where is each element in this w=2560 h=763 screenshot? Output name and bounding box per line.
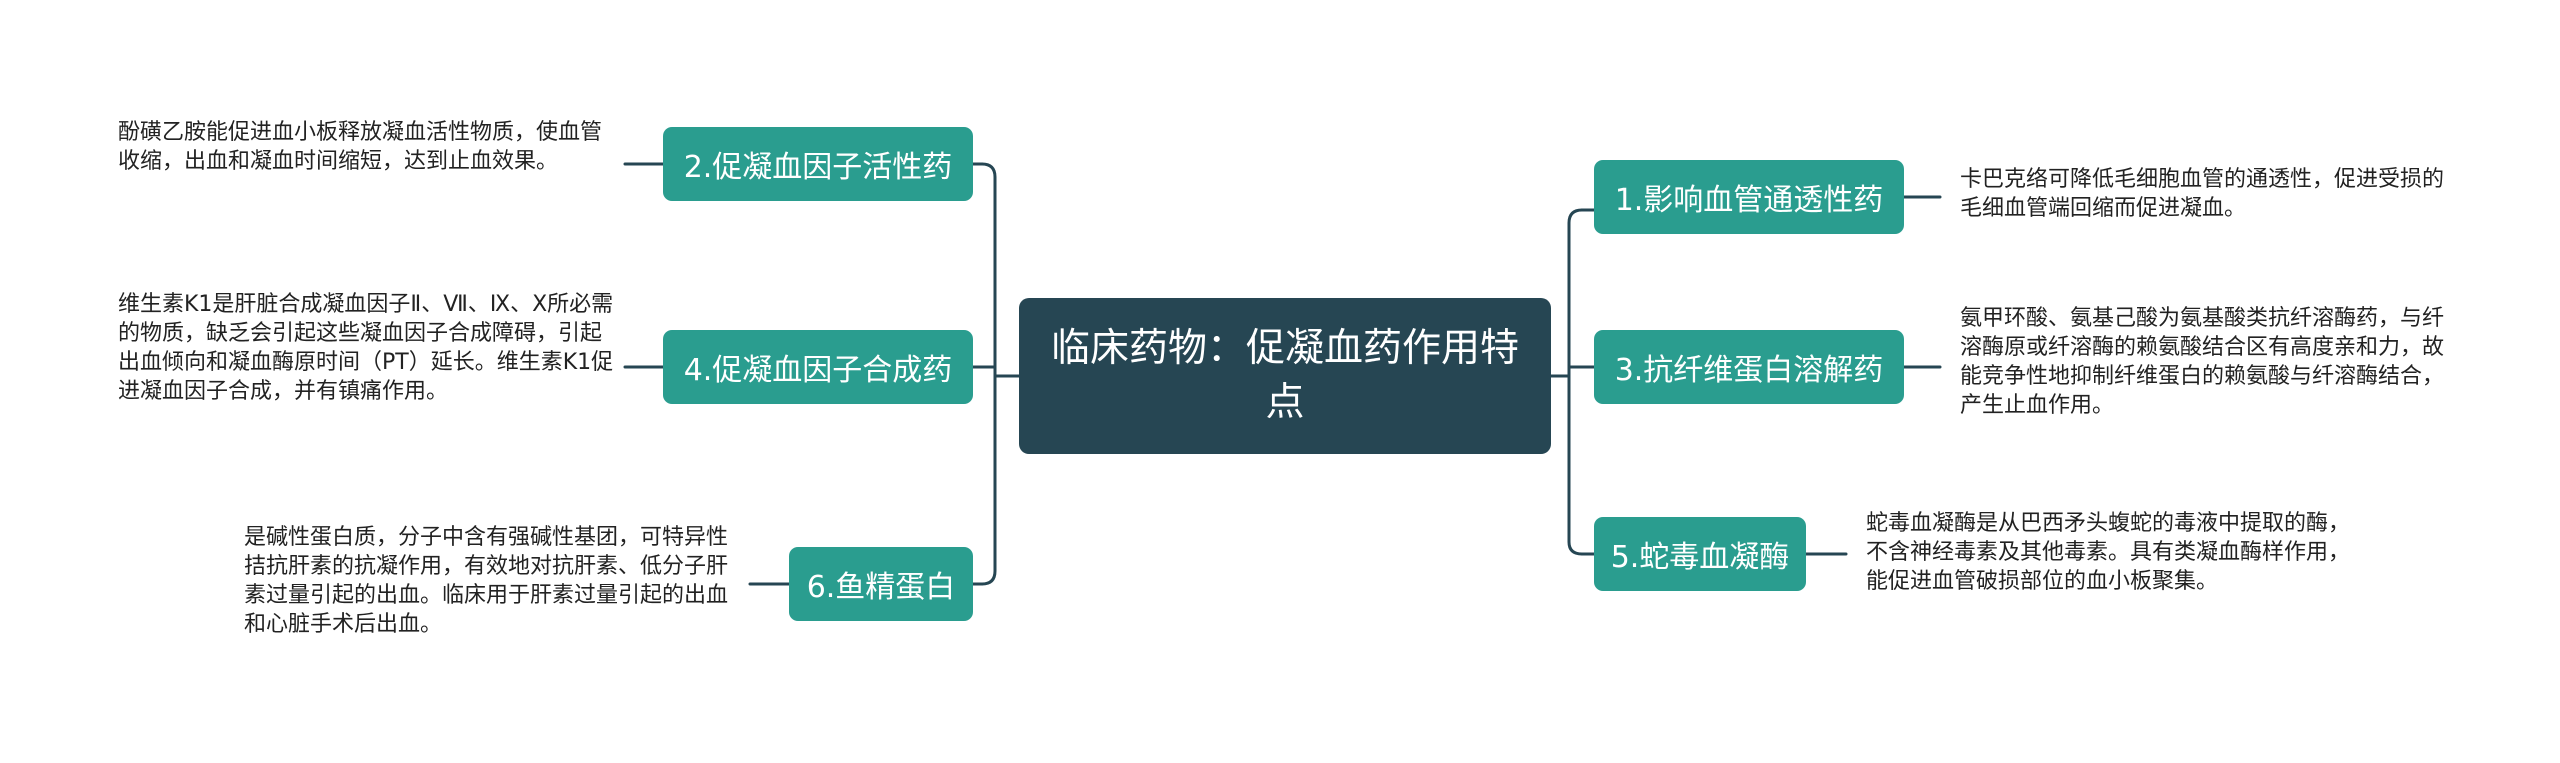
connector-trunk-left: [980, 162, 997, 586]
connector-trunk-right: [1567, 208, 1584, 556]
branch-4-clotting-factor-synthesis[interactable]: 4.促凝血因子合成药: [663, 330, 973, 404]
branch-2-label: 2.促凝血因子活性药: [683, 150, 953, 185]
branch-6-protamine[interactable]: 6.鱼精蛋白: [789, 547, 973, 621]
branch-3-antifibrinolytic[interactable]: 3.抗纤维蛋白溶解药: [1594, 330, 1904, 404]
branch-1-vascular-permeability[interactable]: 1.影响血管通透性药: [1594, 160, 1904, 234]
branch-1-label: 1.影响血管通透性药: [1614, 183, 1884, 218]
branch-5-label: 5.蛇毒血凝酶: [1610, 540, 1790, 575]
branch-5-hemocoagulase[interactable]: 5.蛇毒血凝酶: [1594, 517, 1806, 591]
leaf-1-detail: 卡巴克络可降低毛细胞血管的通透性，促进受损的毛细血管端回缩而促进凝血。: [1960, 167, 2445, 221]
root-topic[interactable]: 临床药物：促凝血药作用特点: [1019, 298, 1551, 454]
branch-6-label: 6.鱼精蛋白: [806, 570, 956, 605]
leaf-5-detail: 蛇毒血凝酶是从巴西矛头蝮蛇的毒液中提取的酶，不含神经毒素及其他毒素。具有类凝血酶…: [1866, 511, 2351, 594]
branch-2-clotting-factor-activity[interactable]: 2.促凝血因子活性药: [663, 127, 973, 201]
root-topic-title: 临床药物：促凝血药作用特点: [1050, 326, 1519, 425]
leaf-4-detail: 维生素K1是肝脏合成凝血因子Ⅱ、Ⅶ、Ⅸ、Ⅹ所必需的物质，缺乏会引起这些凝血因子合…: [118, 292, 614, 404]
branch-3-label: 3.抗纤维蛋白溶解药: [1614, 353, 1884, 388]
leaf-2-detail: 酚磺乙胺能促进血小板释放凝血活性物质，使血管收缩，出血和凝血时间缩短，达到止血效…: [118, 120, 603, 174]
branch-4-label: 4.促凝血因子合成药: [683, 353, 953, 388]
leaf-3-detail: 氨甲环酸、氨基己酸为氨基酸类抗纤溶酶药，与纤溶酶原或纤溶酶的赖氨酸结合区有高度亲…: [1960, 306, 2445, 418]
leaf-6-detail: 是碱性蛋白质，分子中含有强碱性基团，可特异性拮抗肝素的抗凝作用，有效地对抗肝素、…: [244, 525, 729, 637]
